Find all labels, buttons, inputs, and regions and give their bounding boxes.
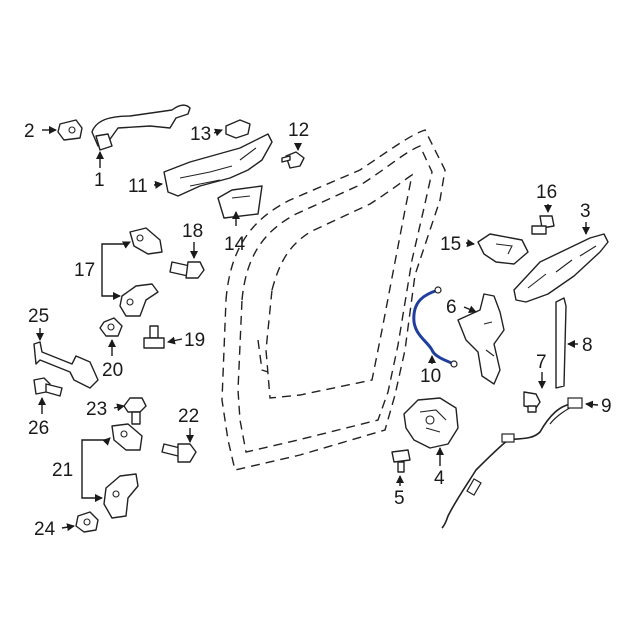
part-23-bolt: [123, 397, 147, 425]
part-10-actuator-rod: [412, 286, 458, 368]
part-8-channel: [555, 297, 567, 389]
part-9-release-cable: [441, 397, 583, 529]
callout-23: 23: [86, 399, 107, 420]
callout-4: 4: [434, 468, 445, 489]
part-16-bolt: [531, 215, 555, 235]
callout-3: 3: [580, 201, 591, 222]
part-5-screw: [391, 449, 411, 473]
callout-12: 12: [288, 120, 309, 141]
callout-19: 19: [184, 330, 205, 351]
part-20-nut: [99, 317, 123, 337]
part-18-bolt: [169, 261, 205, 279]
part-3-handle-housing: [513, 233, 609, 303]
part-2-handle-cap: [57, 119, 83, 141]
part-21-lower-hinge: [103, 473, 139, 519]
part-25-check-strap: [33, 341, 99, 389]
callout-22: 22: [178, 406, 199, 427]
callout-7: 7: [536, 352, 547, 373]
callout-21: 21: [52, 460, 73, 481]
callout-1: 1: [94, 170, 105, 191]
part-15-trim-cover: [477, 233, 529, 265]
callout-labels: 2 1 13 12 11 14 17 18 25 20 19 26 23 22 …: [24, 120, 612, 540]
callout-26: 26: [28, 418, 49, 439]
leader-lines: [36, 126, 599, 532]
callout-18: 18: [182, 221, 203, 242]
callout-11: 11: [128, 176, 148, 197]
part-1-outside-handle: [91, 104, 191, 151]
callout-14: 14: [224, 234, 246, 255]
part-14-cover-plate: [217, 185, 263, 219]
callout-8: 8: [582, 335, 593, 356]
part-17-lower-hinge: [119, 283, 159, 317]
callout-5: 5: [394, 488, 405, 509]
part-11-handle-bracket: [163, 133, 273, 197]
callout-15: 15: [440, 234, 461, 255]
part-12-screw: [281, 151, 305, 169]
part-6-latch-bracket: [457, 293, 505, 385]
part-22-bolt: [161, 443, 197, 463]
callout-17: 17: [74, 260, 95, 281]
part-26-bolt: [33, 377, 63, 397]
part-4-latch-assembly: [403, 397, 459, 449]
callout-16: 16: [536, 182, 557, 203]
part-19-stud-bolt: [143, 325, 165, 349]
callout-20: 20: [102, 360, 123, 381]
callout-2: 2: [24, 121, 35, 142]
callout-25: 25: [28, 306, 49, 327]
callout-13: 13: [190, 124, 211, 145]
callout-24: 24: [34, 519, 56, 540]
callout-9: 9: [601, 396, 612, 417]
part-24-nut: [75, 511, 99, 533]
callout-10: 10: [420, 366, 441, 387]
part-7-bolt: [523, 391, 541, 413]
callout-6: 6: [446, 297, 457, 318]
part-21-upper-hinge: [111, 423, 143, 451]
part-17-upper-hinge: [129, 227, 163, 255]
door-outline: [221, 129, 446, 471]
part-13-clip: [225, 119, 251, 139]
